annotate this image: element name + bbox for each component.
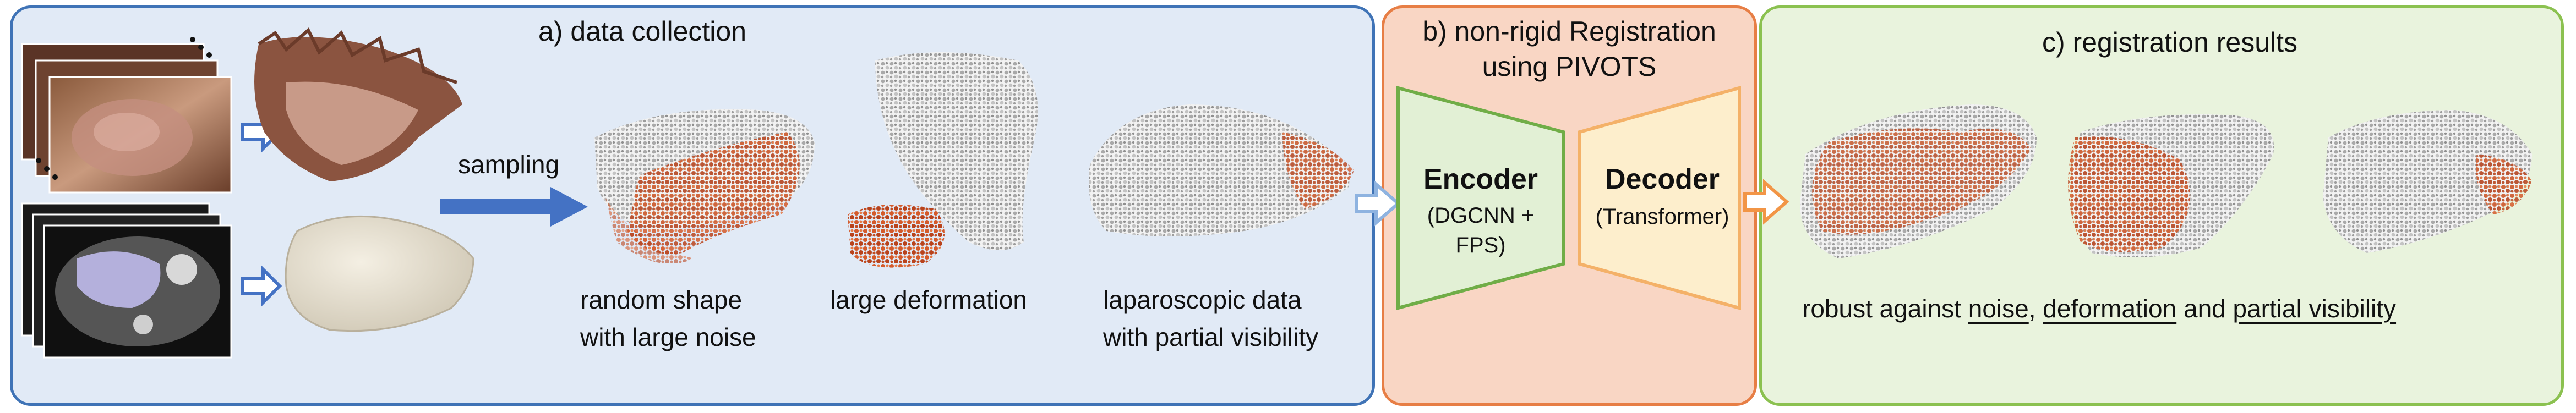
caption-random-shape-2: with large noise — [580, 323, 756, 351]
caption-prefix: robust against — [1802, 294, 1968, 323]
laparoscopy-frames-icon — [21, 43, 232, 194]
caption-laparoscopic-2: with partial visibility — [1103, 323, 1319, 351]
encoder-sub-2: FPS) — [1455, 233, 1506, 257]
caption-partial-visibility: partial visibility — [2233, 294, 2397, 323]
panel-c-title: c) registration results — [2042, 27, 2298, 58]
panel-c-caption: robust against noise, deformation and pa… — [1802, 294, 2396, 323]
decoder-sub: (Transformer) — [1595, 205, 1729, 229]
dots-icon — [36, 37, 212, 180]
caption-noise: noise — [1968, 294, 2029, 323]
sampling-label: sampling — [458, 150, 560, 179]
caption-random-shape-1: random shape — [580, 285, 743, 314]
sampling-arrow — [440, 187, 588, 227]
caption-and: and — [2176, 294, 2233, 323]
decoder-block — [1578, 86, 1741, 310]
caption-sep: , — [2028, 294, 2043, 323]
decoder-title: Decoder — [1604, 163, 1720, 195]
encoder-block — [1396, 86, 1565, 310]
caption-large-deformation: large deformation — [830, 285, 1027, 314]
panel-b-title-2: using PIVOTS — [1482, 51, 1657, 82]
caption-laparoscopic-1: laparoscopic data — [1103, 285, 1302, 314]
encoder-title: Encoder — [1423, 163, 1538, 195]
point-cloud-icon — [594, 52, 1354, 268]
surface-reconstruction-icon — [254, 27, 462, 181]
liver-mesh-icon — [285, 215, 474, 332]
caption-deformation: deformation — [2043, 294, 2177, 323]
panel-b-title-1: b) non-rigid Registration — [1422, 16, 1716, 47]
arrow-to-registration — [1355, 180, 1401, 227]
encoder-sub-1: (DGCNN + — [1427, 203, 1535, 228]
arrow-to-results — [1743, 179, 1789, 225]
panel-a-title: a) data collection — [538, 16, 747, 47]
results-point-clouds — [1800, 104, 2532, 258]
ct-slices-icon — [21, 202, 232, 359]
